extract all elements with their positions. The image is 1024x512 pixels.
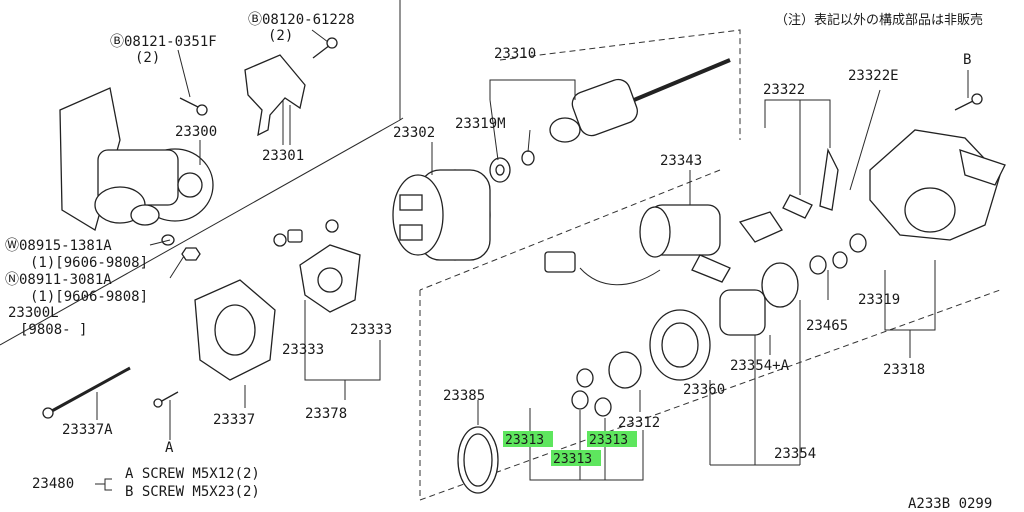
label-23318[interactable]: 23318 [883,362,925,378]
label-b-mark: B [963,52,971,68]
label-23301[interactable]: 23301 [262,148,304,164]
label-23313-c[interactable]: 23313 [553,452,592,467]
highlight-23313-c [551,450,601,466]
label-23319m[interactable]: 23319M [455,116,506,132]
label-23313-b[interactable]: 23313 [589,433,628,448]
ring-23385 [457,426,499,494]
label-08911: Ⓝ08911-3081A [5,272,112,288]
pinion-23354a [719,262,799,336]
through-bolt-23337a [42,366,131,419]
label-23354a[interactable]: 23354+A [730,358,790,374]
rear-cover-23337 [194,279,276,381]
brush-set-23322 [738,147,839,243]
figure-code: A233B 0299 [908,496,992,512]
bracket-23301 [244,54,306,145]
label-23360[interactable]: 23360 [683,382,725,398]
label-23300l[interactable]: 23300L [8,305,59,321]
label-23300l-range: [9808- ] [20,322,87,338]
label-screw-a: A SCREW M5X12(2) [125,466,260,482]
label-23319[interactable]: 23319 [858,292,900,308]
highlight-23313-a [503,431,553,447]
planet-gears-23313 [571,368,612,417]
label-23310[interactable]: 23310 [494,46,536,62]
label-23337a[interactable]: 23337A [62,422,113,438]
label-23480[interactable]: 23480 [32,476,74,492]
solenoid-23343 [544,204,731,286]
bearing-23319m [489,150,535,183]
label-23312[interactable]: 23312 [618,415,660,431]
label-08911-range: (1)[9606-9808] [30,289,148,305]
label-23333-left[interactable]: 23333 [282,342,324,358]
brush-springs [273,219,339,247]
label-08120-qty: (2) [268,28,293,44]
highlight-23313-b [587,431,637,447]
label-23337[interactable]: 23337 [213,412,255,428]
label-08121: Ⓑ08121-0351F [110,34,217,50]
label-23313-a[interactable]: 23313 [505,433,544,448]
screw-a [153,391,179,408]
note-text: （注）表記以外の構成部品は非販売 [775,12,983,28]
label-23322[interactable]: 23322 [763,82,805,98]
plate-23333 [299,244,361,313]
label-23385[interactable]: 23385 [443,388,485,404]
front-housing-23318 [869,129,1006,241]
label-23302[interactable]: 23302 [393,125,435,141]
bolt-b [954,93,983,111]
label-08915: Ⓦ08915-1381A [5,238,112,254]
label-23465[interactable]: 23465 [806,318,848,334]
label-23354[interactable]: 23354 [774,446,816,462]
washers-23465 [809,233,867,275]
yoke-23302 [392,169,491,261]
label-a-mark: A [165,440,174,456]
armature-23310 [549,58,731,143]
clutch-23360 [649,309,711,381]
starter-assembly-23300 [59,87,214,232]
bolt-08121 [179,97,208,116]
label-08915-range: (1)[9606-9808] [30,255,148,271]
label-23378[interactable]: 23378 [305,406,347,422]
bolt-08120 [312,37,338,59]
gear-23312 [608,351,642,389]
label-08121-qty: (2) [135,50,160,66]
label-screw-b: B SCREW M5X23(2) [125,484,260,500]
label-23343[interactable]: 23343 [660,153,702,169]
label-23322e[interactable]: 23322E [848,68,899,84]
label-23300[interactable]: 23300 [175,124,217,140]
label-23333-right[interactable]: 23333 [350,322,392,338]
label-08120: Ⓑ08120-61228 [248,12,355,28]
frame-lines [0,0,1001,501]
nut-08911 [181,247,201,261]
